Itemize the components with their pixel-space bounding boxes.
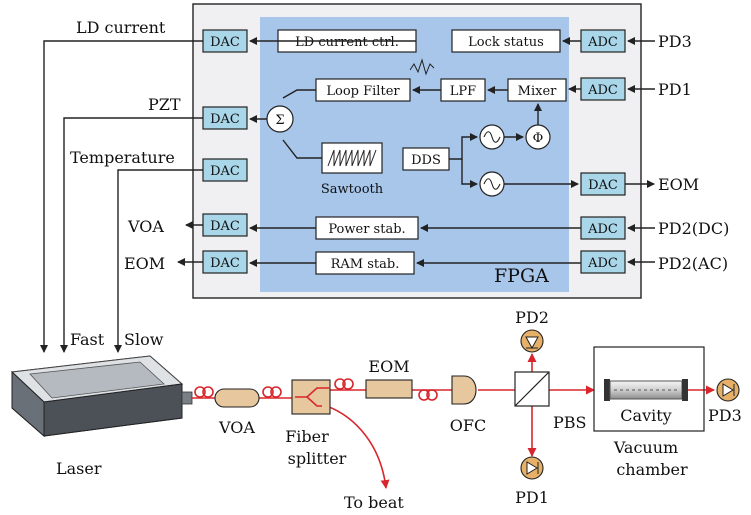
dac-pzt: DAC	[202, 106, 248, 130]
adc-label: ADC	[587, 222, 618, 237]
sawtooth-block: Sawtooth	[321, 142, 384, 197]
dac-voa: DAC	[202, 213, 248, 237]
power-stab-block: Power stab.	[315, 216, 419, 240]
pd3-label: PD3	[708, 406, 742, 425]
pd1-detector	[520, 456, 544, 480]
voa-component	[214, 388, 260, 408]
lock-status-label: Lock status	[468, 35, 544, 50]
lpf-label: LPF	[450, 84, 476, 99]
sawtooth-waveform-icon	[327, 149, 377, 167]
eom-signal-right-label: EOM	[658, 175, 699, 194]
photodiode-icon	[526, 461, 539, 475]
vacuum-chamber	[593, 346, 705, 432]
dac-temperature: DAC	[202, 158, 248, 182]
vacuum-label-1: Vacuum	[613, 438, 678, 457]
adc-label: ADC	[587, 83, 618, 98]
dac-label: DAC	[210, 35, 240, 50]
mixer-block: Mixer	[507, 78, 567, 102]
pd2-label: PD2	[515, 308, 549, 327]
lpf-block: LPF	[440, 78, 486, 102]
voa-label: VOA	[218, 418, 255, 437]
sum-symbol: Σ	[275, 113, 284, 128]
fpga-title: FPGA	[494, 265, 549, 287]
dac-label: DAC	[210, 112, 240, 127]
sine-icon	[483, 178, 501, 190]
photodiode-icon	[525, 336, 539, 350]
phase-symbol: Φ	[533, 131, 544, 146]
oscillator-top	[479, 124, 505, 150]
adc-pd3: ADC	[580, 29, 626, 53]
laser-housing	[10, 355, 193, 438]
ld-current-label: LD current	[76, 18, 166, 37]
oscillator-bottom	[479, 171, 505, 197]
pbs-label: PBS	[553, 413, 586, 432]
detector-input-wiring	[625, 37, 655, 266]
slow-label: Slow	[124, 330, 164, 349]
ofc-label: OFC	[450, 416, 486, 435]
adc-label: ADC	[587, 256, 618, 271]
pd2-detector	[520, 329, 544, 353]
loop-filter-label: Loop Filter	[326, 84, 400, 99]
phase-shifter: Φ	[525, 124, 551, 150]
sine-icon	[483, 131, 501, 143]
temperature-label: Temperature	[70, 148, 175, 167]
fiber-splitter-label-1: Fiber	[285, 427, 329, 446]
pd2-dc-signal-label: PD2(DC)	[658, 219, 729, 238]
eom-signal-left-label: EOM	[124, 254, 165, 273]
ram-stab-label: RAM stab.	[331, 257, 400, 272]
adc-pd1: ADC	[580, 77, 626, 101]
ofc-collimator	[451, 375, 477, 405]
lpf-ripple-icon	[409, 58, 435, 76]
ld-current-ctrl-label: LD current ctrl.	[295, 35, 399, 50]
dac-label: DAC	[210, 219, 240, 234]
pd3-signal-label: PD3	[658, 32, 692, 51]
adc-pd2-ac: ADC	[580, 250, 626, 274]
dac-label: DAC	[210, 256, 240, 271]
lock-status-block: Lock status	[451, 29, 561, 53]
pd1-label: PD1	[515, 488, 549, 507]
dds-block: DDS	[402, 147, 450, 171]
dac-eom-left: DAC	[202, 250, 248, 274]
dac-label: DAC	[588, 178, 618, 193]
photodiode-icon	[722, 383, 735, 397]
dds-label: DDS	[411, 153, 441, 168]
fpga-internal-wiring	[249, 37, 581, 267]
fiber-splitter-label-2: splitter	[288, 449, 347, 468]
eom-component	[365, 379, 413, 399]
to-beat-label: To beat	[344, 493, 404, 512]
fast-label: Fast	[70, 330, 105, 349]
sawtooth-label: Sawtooth	[321, 182, 384, 197]
laser-control-wiring	[40, 40, 203, 353]
pd3-detector	[716, 378, 740, 402]
mixer-label: Mixer	[518, 84, 557, 99]
adc-pd2-dc: ADC	[580, 216, 626, 240]
dac-label: DAC	[210, 164, 240, 179]
power-stab-label: Power stab.	[328, 222, 405, 237]
sum-node: Σ	[266, 105, 294, 133]
laser-label: Laser	[56, 459, 102, 478]
pd1-signal-label: PD1	[658, 80, 692, 99]
fiber-splitter	[291, 379, 331, 415]
pzt-label: PZT	[148, 95, 181, 114]
eom-label: EOM	[368, 357, 409, 376]
ram-stab-block: RAM stab.	[315, 251, 415, 275]
adc-label: ADC	[587, 35, 618, 50]
dac-ld-current: DAC	[202, 29, 248, 53]
dac-eom-right: DAC	[580, 172, 626, 196]
cavity-label: Cavity	[620, 406, 671, 425]
voa-signal-label: VOA	[127, 217, 164, 236]
loop-filter-block: Loop Filter	[315, 78, 411, 102]
pd2-ac-signal-label: PD2(AC)	[658, 254, 728, 273]
vacuum-label-2: chamber	[616, 460, 688, 479]
cavity	[604, 379, 688, 401]
pbs-cube	[514, 371, 550, 407]
